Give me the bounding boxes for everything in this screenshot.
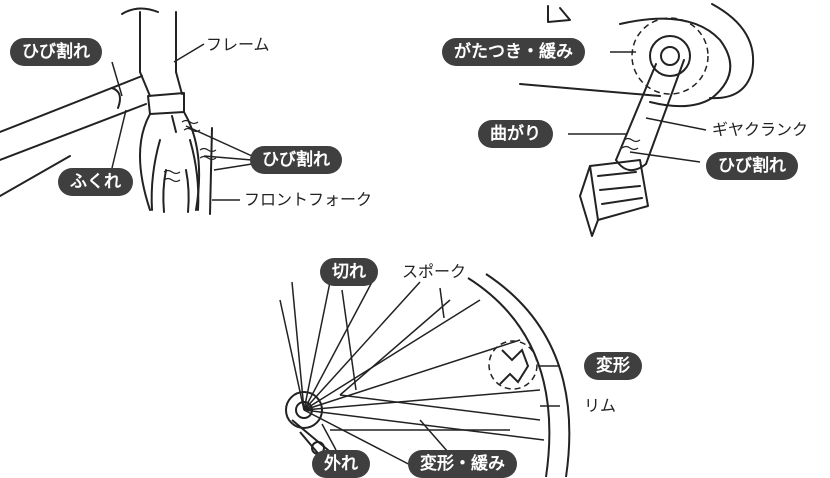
front-fork-label: フロントフォーク [244, 190, 373, 209]
bend-badge: 曲がり [478, 120, 553, 148]
frame-crack-marks [163, 119, 217, 183]
crack-fork-badge: ひび割れ [250, 146, 342, 174]
rim-label: リム [584, 396, 617, 415]
spoke-label: スポーク [402, 262, 467, 281]
bulge-badge: ふくれ [58, 168, 133, 196]
loose-badge: がたつき・緩み [442, 38, 585, 66]
deform-badge: 変形 [584, 352, 642, 380]
wheel-dashed-circle [488, 340, 538, 390]
crank-crack-badge: ひび割れ [706, 152, 798, 180]
break-badge: 切れ [320, 258, 378, 286]
crank-leader-lines [568, 51, 707, 163]
crank-crack-marks [621, 137, 641, 151]
gear-crank-label: ギヤクランク [712, 120, 809, 139]
wheel-rim [467, 273, 571, 477]
crack-top-badge: ひび割れ [10, 38, 102, 66]
wheel-leader-lines [321, 287, 560, 453]
detach-badge: 外れ [312, 450, 370, 478]
crank-illustration [519, 3, 755, 237]
deform-loose-badge: 変形・緩み [408, 450, 517, 478]
frame-label: フレーム [206, 35, 270, 54]
crank-dashed-circle [631, 17, 709, 95]
